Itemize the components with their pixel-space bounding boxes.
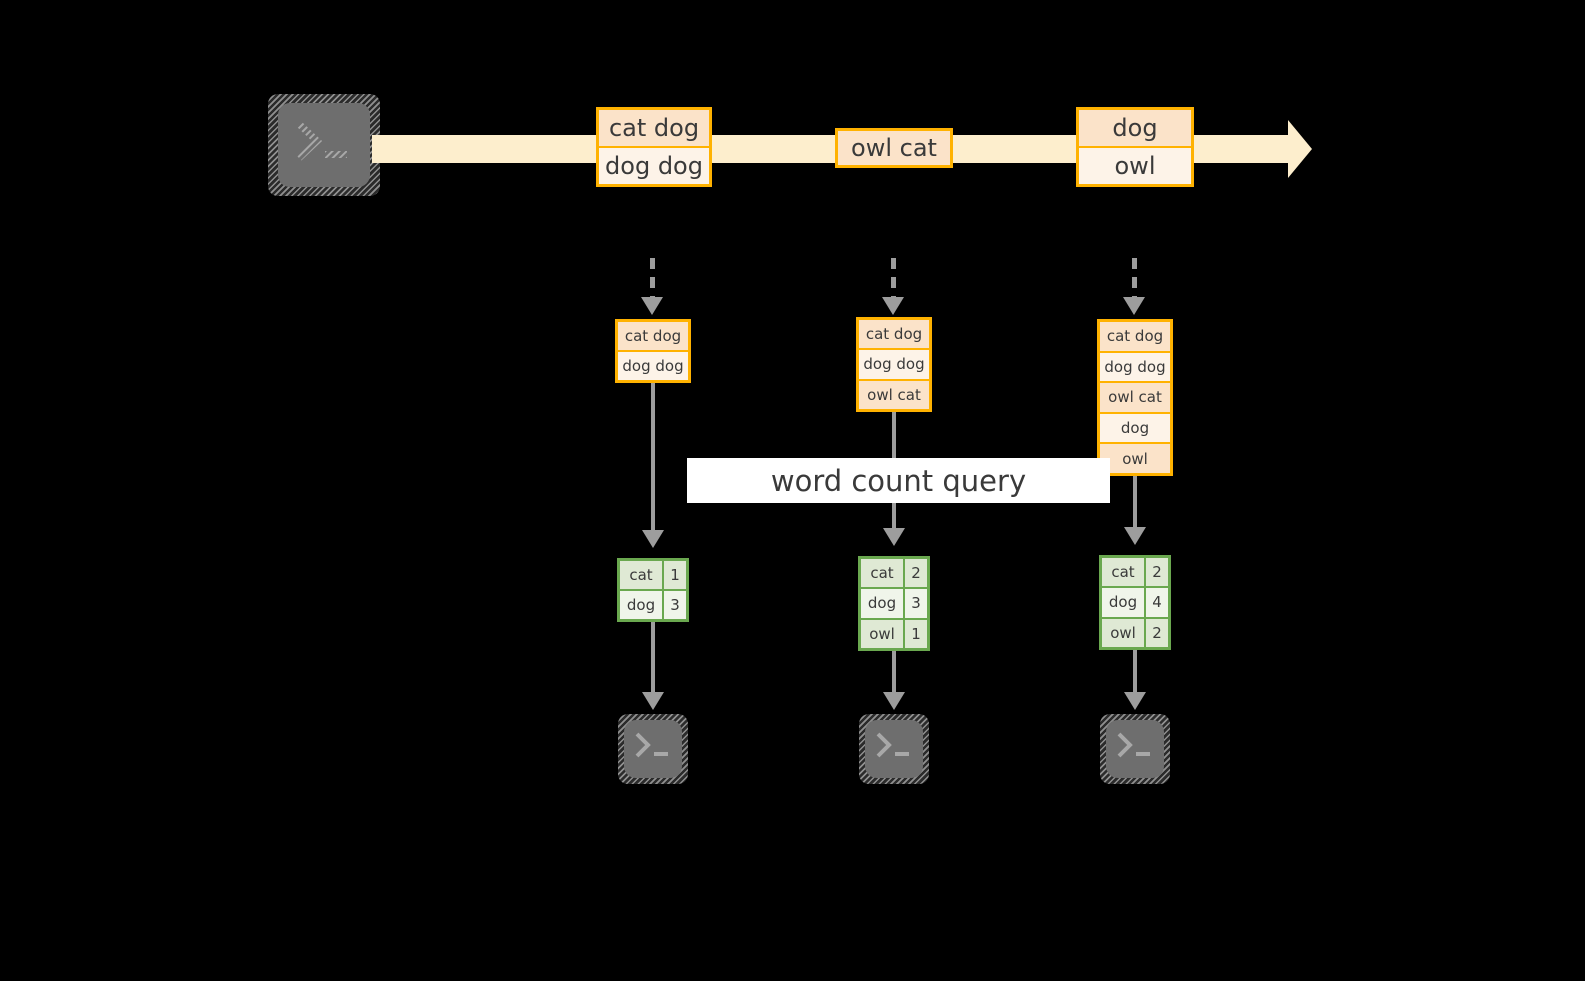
table-row: dog 3 — [861, 587, 927, 618]
trigger-3-result-table: cat 2 dog 4 owl 2 — [1099, 555, 1171, 650]
trigger-3-result-word: dog — [1102, 588, 1146, 617]
trigger-1-query-arrowhead — [642, 530, 664, 548]
trigger-3-input-row: dog — [1100, 411, 1170, 443]
trigger-1-ingest-arrowhead — [641, 297, 663, 315]
query-label-text: word count query — [770, 463, 1027, 498]
arrow-right-icon — [1288, 120, 1312, 178]
table-row: cat 2 — [861, 559, 927, 588]
trigger-3-sink-arrowhead — [1124, 692, 1146, 710]
trigger-3-result-count: 4 — [1146, 588, 1168, 617]
table-row: cat 2 — [1102, 558, 1168, 587]
trigger-2-result-count: 1 — [905, 619, 927, 648]
trigger-3-result-word: owl — [1102, 618, 1146, 647]
stream-batch-3-line-2: owl — [1079, 146, 1191, 184]
terminal-prompt-glyph — [296, 121, 347, 161]
table-row: cat 1 — [620, 561, 686, 589]
trigger-3-result-word: cat — [1102, 558, 1146, 587]
stream-batch-1-line-1: cat dog — [599, 110, 709, 146]
trigger-3-ingest-dashed-line — [1132, 258, 1137, 300]
trigger-2-sink-terminal-icon — [859, 714, 929, 784]
trigger-1-result-word: dog — [620, 591, 664, 619]
terminal-body — [624, 720, 682, 778]
trigger-1-input-row: cat dog — [618, 322, 688, 350]
trigger-2-result-table: cat 2 dog 3 owl 1 — [858, 556, 930, 651]
trigger-3-ingest-arrowhead — [1123, 297, 1145, 315]
stream-batch-1-box: cat dog dog dog — [596, 107, 712, 187]
trigger-3-input-row: owl — [1100, 442, 1170, 473]
trigger-2-query-arrowhead — [883, 528, 905, 546]
trigger-2-sink-line — [892, 651, 896, 697]
terminal-prompt-glyph — [1117, 732, 1150, 758]
trigger-1-ingest-dashed-line — [650, 258, 655, 300]
source-terminal-icon — [268, 94, 380, 196]
trigger-3-sink-terminal-icon — [1100, 714, 1170, 784]
stream-batch-2-box: owl cat — [835, 128, 953, 168]
table-row: dog 4 — [1102, 586, 1168, 617]
trigger-2-input-row: cat dog — [859, 320, 929, 349]
trigger-3-query-line — [1133, 476, 1137, 536]
trigger-3-result-count: 2 — [1146, 558, 1168, 587]
trigger-1-result-word: cat — [620, 561, 664, 589]
trigger-2-result-count: 2 — [905, 559, 927, 588]
terminal-prompt-glyph — [635, 732, 668, 758]
trigger-2-result-word: dog — [861, 589, 905, 618]
trigger-1-input-row: dog dog — [618, 350, 688, 380]
trigger-3-input-table: cat dog dog dog owl cat dog owl — [1097, 319, 1173, 476]
trigger-3-result-count: 2 — [1146, 618, 1168, 647]
stream-batch-3-box: dog owl — [1076, 107, 1194, 187]
table-row: owl 1 — [861, 617, 927, 648]
trigger-2-sink-arrowhead — [883, 692, 905, 710]
trigger-3-query-arrowhead — [1124, 527, 1146, 545]
trigger-3-input-row: dog dog — [1100, 350, 1170, 382]
trigger-1-sink-arrowhead — [642, 692, 664, 710]
trigger-2-input-row: owl cat — [859, 378, 929, 409]
trigger-3-input-row: cat dog — [1100, 322, 1170, 351]
stream-batch-3-line-1: dog — [1079, 110, 1191, 146]
terminal-body — [278, 103, 370, 187]
query-label-band: word count query — [687, 458, 1110, 503]
trigger-2-result-word: owl — [861, 619, 905, 648]
trigger-1-result-count: 3 — [664, 591, 686, 619]
trigger-1-query-line — [651, 383, 655, 538]
trigger-2-result-word: cat — [861, 559, 905, 588]
trigger-1-sink-line — [651, 622, 655, 697]
stream-batch-2-line-1: owl cat — [838, 131, 950, 165]
trigger-2-result-count: 3 — [905, 589, 927, 618]
trigger-2-ingest-dashed-line — [891, 258, 896, 300]
terminal-prompt-glyph — [876, 732, 909, 758]
trigger-2-ingest-arrowhead — [882, 297, 904, 315]
trigger-3-sink-line — [1133, 650, 1137, 697]
trigger-1-result-count: 1 — [664, 561, 686, 589]
table-row: dog 3 — [620, 589, 686, 619]
terminal-body — [1106, 720, 1164, 778]
trigger-1-result-table: cat 1 dog 3 — [617, 558, 689, 622]
trigger-1-input-table: cat dog dog dog — [615, 319, 691, 383]
trigger-2-input-row: dog dog — [859, 348, 929, 379]
trigger-1-sink-terminal-icon — [618, 714, 688, 784]
terminal-body — [865, 720, 923, 778]
stream-batch-1-line-2: dog dog — [599, 146, 709, 184]
trigger-3-input-row: owl cat — [1100, 381, 1170, 412]
table-row: owl 2 — [1102, 616, 1168, 647]
trigger-2-input-table: cat dog dog dog owl cat — [856, 317, 932, 412]
